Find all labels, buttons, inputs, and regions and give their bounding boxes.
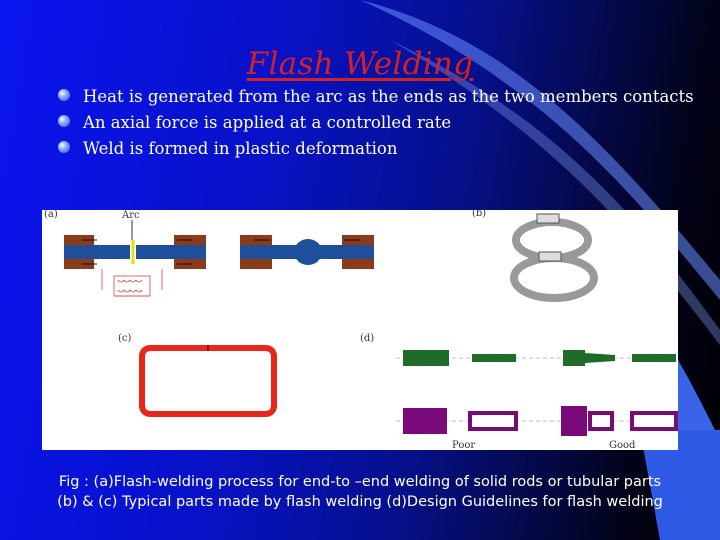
bullet-item: Weld is formed in plastic deformation: [58, 138, 694, 164]
weld-bulge: [294, 239, 322, 265]
label-a: (a): [44, 210, 58, 220]
clamp: [64, 257, 94, 269]
figure-drawing: (a) Arc: [44, 210, 678, 450]
tube-part-good: [630, 411, 678, 431]
label-good: Good: [609, 440, 636, 450]
bullet-item: An axial force is applied at a controlle…: [58, 112, 694, 138]
tube-part-good: [588, 411, 614, 431]
bullet-list: Heat is generated from the arc as the en…: [58, 86, 694, 164]
bullet-text: Heat is generated from the arc as the en…: [83, 87, 694, 106]
tube-part-poor: [468, 411, 518, 431]
label-poor: Poor: [452, 440, 475, 450]
bullet-icon: [58, 141, 70, 153]
figure-caption: Fig : (a)Flash-welding process for end-t…: [40, 472, 680, 512]
transformer: [113, 275, 151, 297]
clamp: [174, 257, 206, 269]
purple-part-poor: [403, 408, 447, 434]
bullet-item: Heat is generated from the arc as the en…: [58, 86, 694, 112]
bullet-text: Weld is formed in plastic deformation: [83, 139, 398, 158]
green-part-poor: [472, 354, 516, 362]
welded-rod-diagram: [240, 235, 374, 269]
bullet-text: An axial force is applied at a controlle…: [83, 113, 452, 132]
slide-title: Flash Welding: [246, 46, 474, 82]
green-part-good: [563, 350, 585, 366]
transformer-coil: [117, 289, 143, 293]
label-d: (d): [360, 333, 374, 344]
transformer-coil: [117, 279, 143, 283]
bullet-icon: [58, 115, 70, 127]
green-part-poor: [403, 350, 449, 366]
purple-part-good: [561, 406, 587, 436]
design-guidelines: Poor Good: [396, 350, 678, 450]
rod-right: [136, 245, 206, 259]
clamp: [342, 235, 374, 247]
bullet-icon: [58, 89, 70, 101]
green-part-good: [585, 353, 615, 363]
label-c: (c): [118, 333, 132, 344]
flash-welded-rings: [510, 213, 598, 302]
clamp: [240, 235, 272, 247]
clamp: [174, 235, 206, 247]
green-part-good: [632, 354, 676, 362]
clamp: [240, 257, 272, 269]
rectangular-frame: [139, 345, 277, 417]
caption-line-1: Fig : (a)Flash-welding process for end-t…: [58, 474, 662, 490]
rod-left: [64, 245, 130, 259]
label-arc: Arc: [121, 210, 140, 221]
caption-line-2: (b) & (c) Typical parts made by flash we…: [57, 494, 663, 510]
flash-welding-figure: (a) Arc: [42, 210, 678, 450]
clamp: [64, 235, 94, 247]
clamp: [342, 257, 374, 269]
label-b: (b): [472, 210, 486, 219]
process-diagram-a: [64, 235, 206, 297]
